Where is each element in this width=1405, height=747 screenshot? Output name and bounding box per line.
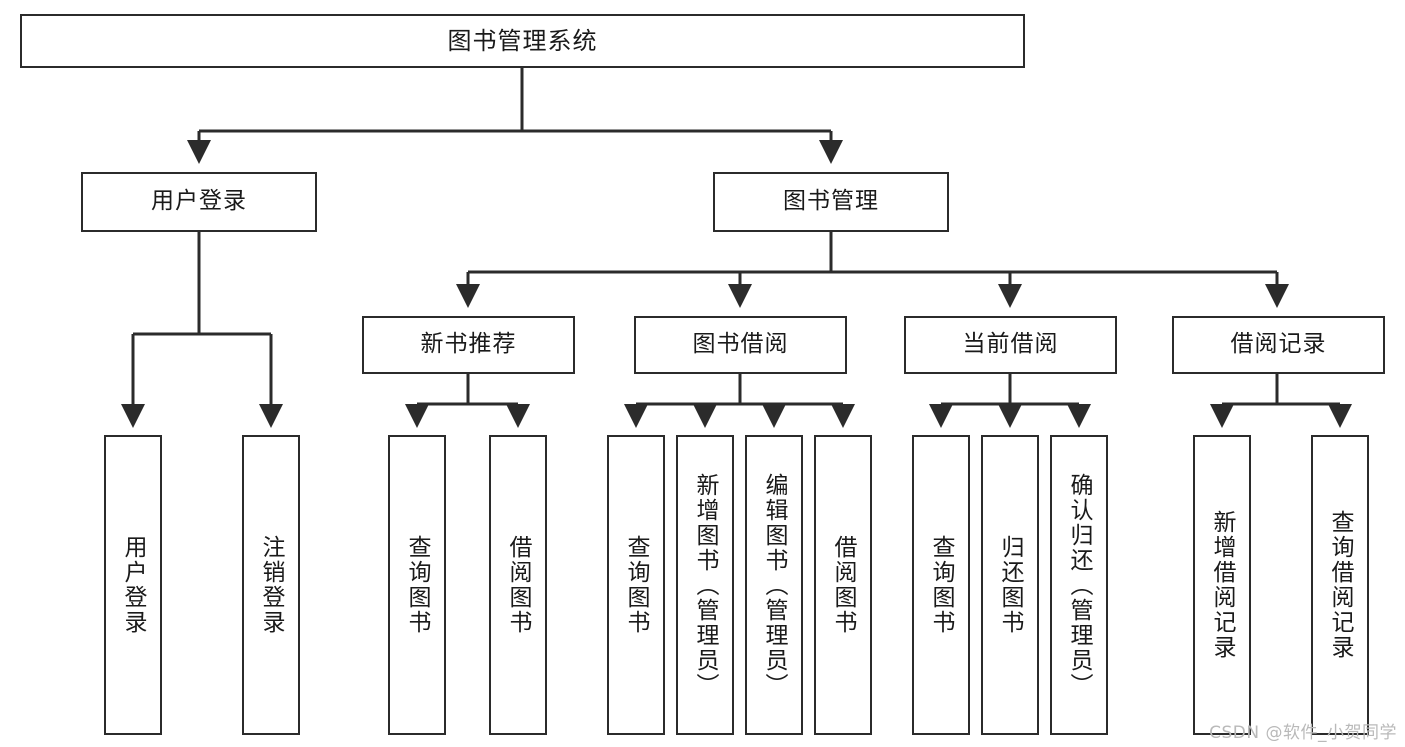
node-label: 用户登录: [151, 188, 247, 215]
node-label: 借阅图书: [505, 535, 532, 635]
node-label: 借阅图书: [830, 535, 857, 635]
node-label: 图书管理: [783, 188, 879, 215]
leaf-borrow-query-book[interactable]: 查询图书: [607, 435, 665, 735]
node-new-book-recommend[interactable]: 新书推荐: [362, 316, 575, 374]
node-label: 图书借阅: [692, 331, 789, 358]
node-label: 新增图书（管理员）: [692, 472, 719, 698]
node-label: 确认归还（管理员）: [1066, 472, 1093, 698]
node-book-management[interactable]: 图书管理: [713, 172, 949, 232]
node-label: 查询图书: [623, 535, 650, 635]
leaf-borrow-add-book-admin[interactable]: 新增图书（管理员）: [676, 435, 734, 735]
leaf-current-confirm-return-admin[interactable]: 确认归还（管理员）: [1050, 435, 1108, 735]
node-label: 借阅记录: [1230, 331, 1327, 358]
leaf-record-add-record[interactable]: 新增借阅记录: [1193, 435, 1251, 735]
node-label: 注销登录: [258, 535, 285, 635]
node-borrow-record[interactable]: 借阅记录: [1172, 316, 1385, 374]
node-label: 编辑图书（管理员）: [761, 472, 788, 698]
leaf-current-query-book[interactable]: 查询图书: [912, 435, 970, 735]
node-label: 当前借阅: [962, 331, 1059, 358]
leaf-record-query-record[interactable]: 查询借阅记录: [1311, 435, 1369, 735]
leaf-user-login-login[interactable]: 用户登录: [104, 435, 162, 735]
leaf-new-book-borrow[interactable]: 借阅图书: [489, 435, 547, 735]
leaf-user-login-logout[interactable]: 注销登录: [242, 435, 300, 735]
node-user-login[interactable]: 用户登录: [81, 172, 317, 232]
node-label: 图书管理系统: [447, 26, 598, 55]
node-label: 用户登录: [120, 535, 147, 635]
node-label: 新书推荐: [420, 331, 517, 358]
leaf-current-return-book[interactable]: 归还图书: [981, 435, 1039, 735]
leaf-new-book-query[interactable]: 查询图书: [388, 435, 446, 735]
leaf-borrow-edit-book-admin[interactable]: 编辑图书（管理员）: [745, 435, 803, 735]
node-label: 查询图书: [928, 535, 955, 635]
leaf-borrow-borrow-book[interactable]: 借阅图书: [814, 435, 872, 735]
node-label: 新增借阅记录: [1209, 510, 1236, 660]
watermark-text: CSDN @软件_小贺同学: [1209, 723, 1397, 743]
node-label: 查询借阅记录: [1327, 510, 1354, 660]
node-root-book-management-system[interactable]: 图书管理系统: [20, 14, 1025, 68]
node-book-borrow[interactable]: 图书借阅: [634, 316, 847, 374]
node-label: 查询图书: [404, 535, 431, 635]
node-current-borrow[interactable]: 当前借阅: [904, 316, 1117, 374]
node-label: 归还图书: [997, 535, 1024, 635]
